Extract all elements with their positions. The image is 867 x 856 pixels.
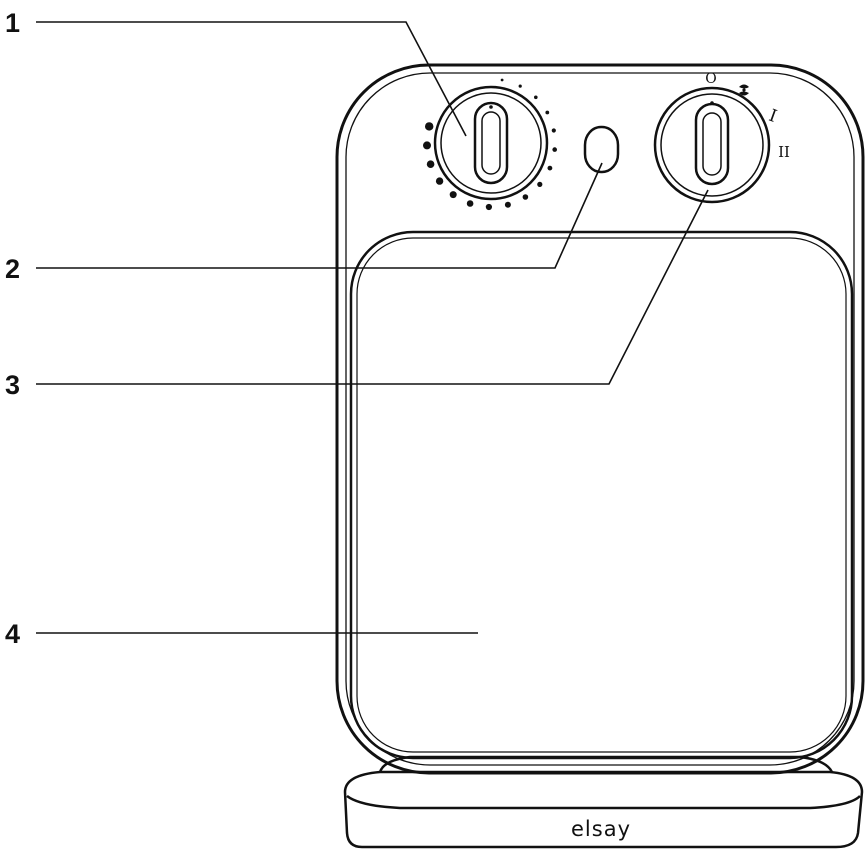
- callout-number-4: 4: [5, 619, 20, 649]
- front-grille-panel: [349, 230, 854, 760]
- timer-knob[interactable]: [433, 85, 549, 201]
- mode-knob[interactable]: [653, 86, 771, 204]
- timer-dot-icon: [545, 110, 550, 115]
- heater-body: [335, 63, 865, 775]
- timer-dot-icon: [485, 203, 492, 211]
- leader-line-3: [36, 189, 709, 385]
- brand-logo: elsay: [571, 817, 631, 841]
- callout-number-2: 2: [5, 254, 20, 284]
- leader-line-2: [36, 162, 603, 269]
- mode-level-2-label: II: [778, 143, 790, 161]
- callout-number-1: 1: [5, 8, 20, 38]
- timer-dot-icon: [518, 84, 522, 88]
- timer-dot-icon: [426, 160, 435, 168]
- timer-dot-icon: [547, 165, 553, 171]
- indicator-light: [583, 125, 620, 174]
- mode-level-1-label: I: [766, 106, 779, 127]
- timer-dot-icon: [551, 128, 556, 133]
- timer-dot-icon: [423, 141, 431, 150]
- leader-line-1: [36, 21, 467, 137]
- timer-dot-icon: [466, 200, 474, 207]
- timer-dot-icon: [552, 147, 557, 152]
- timer-dot-icon: [500, 78, 504, 82]
- callout-leaders: [36, 21, 709, 634]
- timer-scale-dots: [423, 78, 557, 211]
- timer-dot-icon: [504, 201, 511, 208]
- timer-dot-icon: [522, 194, 529, 200]
- mode-off-label: O: [705, 71, 716, 87]
- timer-dot-icon: [425, 122, 434, 131]
- timer-dot-icon: [435, 177, 444, 185]
- timer-dot-icon: [537, 181, 543, 187]
- callout-number-3: 3: [5, 370, 20, 400]
- timer-dot-icon: [449, 191, 457, 199]
- timer-dot-icon: [534, 95, 538, 100]
- fan-icon: [739, 84, 749, 96]
